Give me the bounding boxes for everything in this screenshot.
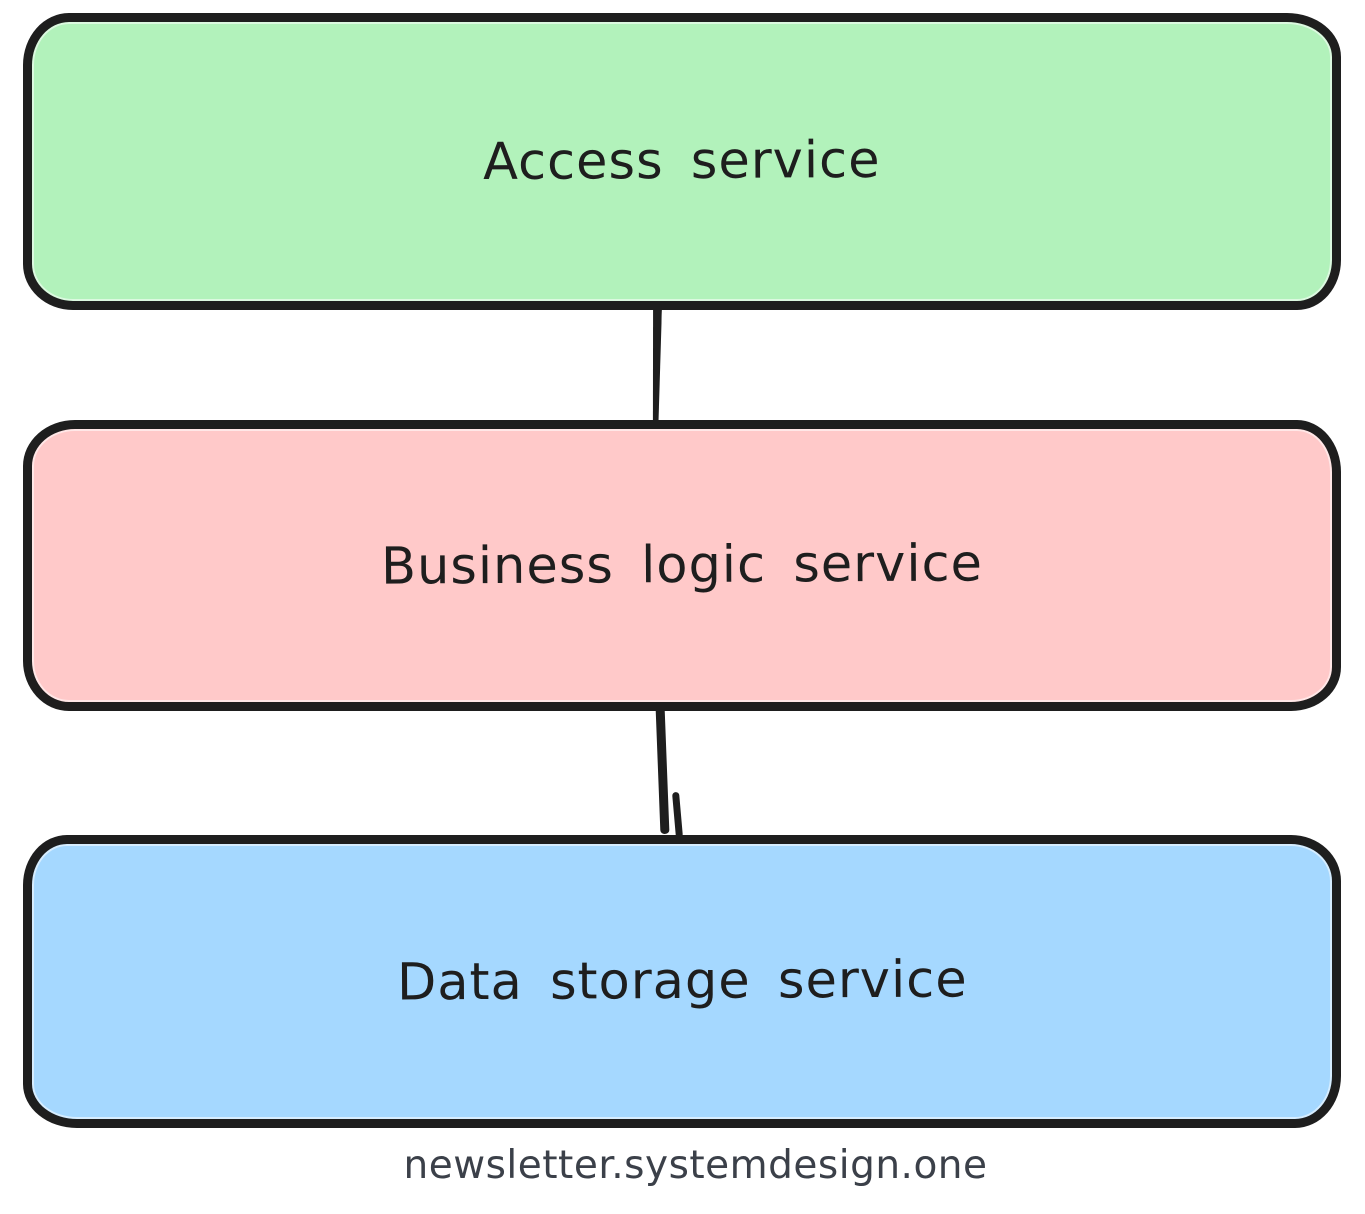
box-access-service: Access service (23, 13, 1341, 310)
box-business-logic-service-label: Business logic service (380, 534, 984, 597)
connector-access-to-business (651, 304, 662, 428)
box-data-storage-service: Data storage service (23, 835, 1341, 1128)
box-business-logic-service: Business logic service (23, 420, 1341, 711)
footer-attribution-text: newsletter.systemdesign.one (403, 1143, 988, 1188)
connector-business-to-storage (655, 705, 670, 835)
box-access-service-label: Access service (483, 130, 881, 193)
connector-business-to-storage-overdraw (672, 791, 683, 839)
box-data-storage-service-label: Data storage service (396, 950, 968, 1013)
